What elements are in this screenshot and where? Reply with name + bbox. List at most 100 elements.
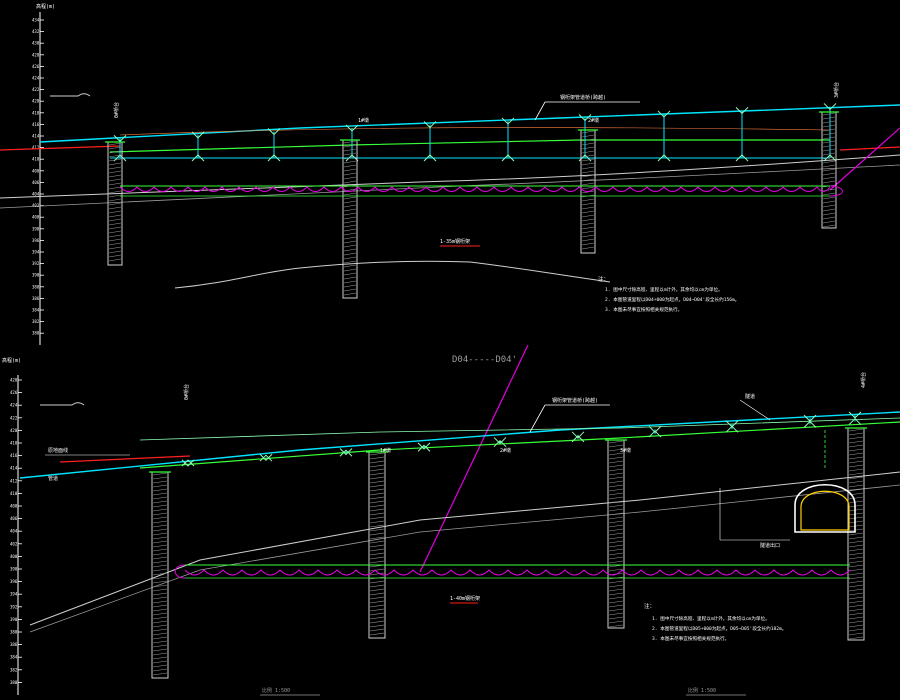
bottom-elevation-tick-label: 418: [10, 441, 18, 446]
bottom-elevation-tick-label: 388: [10, 630, 18, 635]
top-pier-2-hatch-line: [581, 146, 595, 150]
top-pier-label-0: 0#桥台: [113, 102, 120, 118]
bottom-pier-2-hatch-line: [608, 532, 624, 536]
bottom-pier-3-hatch-line: [848, 504, 864, 508]
bottom-pier-3-hatch-line: [848, 452, 864, 456]
bottom-pier-1-hatch: [369, 452, 385, 636]
bottom-pier-2-hatch-line: [608, 588, 624, 592]
bottom-elevation-title: 高程(m): [2, 357, 21, 364]
top-pier-1-hatch-line: [343, 168, 357, 172]
bottom-pier-1: [366, 451, 388, 639]
bottom-pier-0-hatch-line: [152, 620, 168, 624]
top-elevation-tick-label: 394: [32, 250, 40, 255]
top-pier-1-hatch-line: [343, 248, 357, 252]
bottom-pier-1-hatch-line: [369, 544, 385, 548]
bottom-top-bracket: [848, 411, 862, 419]
bottom-elevation-tick-label: 426: [10, 390, 18, 395]
top-pier-2-hatch-line: [581, 134, 595, 138]
bottom-pier-3-hatch-line: [848, 488, 864, 492]
top-elevation-tick-label: 428: [32, 52, 40, 57]
top-pier-1-hatch-line: [343, 260, 357, 264]
bottom-pier-2-hatch-line: [608, 580, 624, 584]
bottom-pier-3-hatch-line: [848, 612, 864, 616]
top-pier-2-hatch-line: [581, 142, 595, 146]
bottom-pier-0-hatch-line: [152, 472, 168, 476]
bottom-pier-2-hatch-line: [608, 440, 624, 444]
top-elevation-tick-label: 412: [32, 145, 40, 150]
top-pier-2-hatch-line: [581, 222, 595, 226]
top-pier-0-hatch-line: [108, 246, 122, 250]
top-pier-1-hatch-line: [343, 156, 357, 160]
top-pier-1-hatch-line: [343, 140, 357, 144]
bottom-pier-0-hatch-line: [152, 604, 168, 608]
top-pier-3-hatch-line: [822, 196, 836, 200]
bottom-pier-3-hatch-line: [848, 528, 864, 532]
top-pier-1-hatch-line: [343, 276, 357, 280]
top-pier-1-hatch-line: [343, 196, 357, 200]
bottom-pier-2-hatch-line: [608, 468, 624, 472]
top-pier-1-hatch-line: [343, 172, 357, 176]
top-elevation-tick-label: 420: [32, 99, 40, 104]
bottom-elevation-tick-label: 402: [10, 541, 18, 546]
bottom-pier-0-hatch-line: [152, 660, 168, 664]
top-pier-0-hatch-line: [108, 258, 122, 262]
bottom-pier-1-hatch-line: [369, 460, 385, 464]
top-pier-0-hatch-line: [108, 226, 122, 230]
top-pier-2-hatch-line: [581, 138, 595, 142]
bottom-red-line: [59, 455, 191, 463]
top-pier-1-hatch-line: [343, 292, 357, 296]
top-elevation-tick-label: 400: [32, 215, 40, 220]
bottom-elevation-tick-label: 428: [10, 378, 18, 383]
bottom-pier-3-hatch-line: [848, 584, 864, 588]
bottom-pier-1-hatch-line: [369, 620, 385, 624]
bottom-top-bracket: [571, 431, 585, 439]
top-pier-3-hatch-line: [822, 136, 836, 140]
bottom-pier-3-hatch-line: [848, 456, 864, 460]
bottom-pier-1-hatch-line: [369, 496, 385, 500]
bottom-pier-0-hatch-line: [152, 612, 168, 616]
bottom-pier-0-hatch-line: [152, 624, 168, 628]
top-pier-1-hatch-line: [343, 220, 357, 224]
bottom-elevation-tick-label: 398: [10, 567, 18, 572]
top-top-bracket: [191, 131, 205, 139]
top-note-2: 2. 本图管道里程以D04+000为起点，D04~D04'段全长约156m。: [605, 296, 739, 303]
top-pier-2-hatch-line: [581, 218, 595, 222]
bottom-elevation-tick-label: 420: [10, 428, 18, 433]
bottom-pier-3-hatch-line: [848, 636, 864, 640]
top-pier-0-hatch-line: [108, 170, 122, 174]
bottom-pier-3-hatch-line: [848, 596, 864, 600]
top-top-bracket: [735, 107, 749, 115]
top-elevation-tick-label: 416: [32, 122, 40, 127]
bottom-elevation-tick-label: 396: [10, 579, 18, 584]
bottom-note-3: 3. 本图未尽事宜按照相关规范执行。: [652, 635, 729, 642]
top-small-mark: [50, 93, 91, 97]
bottom-pipe-upper: [19, 411, 900, 479]
bottom-pier-0-hatch-line: [152, 552, 168, 556]
bottom-pier-1-hatch-line: [369, 512, 385, 516]
bottom-pier-3-hatch-line: [848, 432, 864, 436]
top-pier-0-hatch-line: [108, 190, 122, 194]
top-pier-3-hatch-line: [822, 140, 836, 144]
top-pier-1-hatch-line: [343, 256, 357, 260]
top-pier-3-hatch-line: [822, 112, 836, 116]
top-pier-3-hatch-line: [822, 204, 836, 208]
bottom-pier-0-hatch-line: [152, 640, 168, 644]
bottom-top-bracket: [417, 442, 431, 450]
bottom-pier-1-hatch-line: [369, 580, 385, 584]
bottom-pier-0-hatch-line: [152, 596, 168, 600]
bottom-pier-2-hatch-line: [608, 592, 624, 596]
bottom-pier-3-hatch-line: [848, 548, 864, 552]
bottom-pier-2-hatch-line: [608, 568, 624, 572]
bottom-pier-2-hatch-line: [608, 528, 624, 532]
bottom-pier-0-hatch-line: [152, 588, 168, 592]
bottom-pier-1-hatch-line: [369, 608, 385, 612]
bottom-sag-zone: [174, 564, 851, 579]
bottom-pier-2-hatch-line: [608, 456, 624, 460]
top-pier-0-hatch-line: [108, 166, 122, 170]
top-top-bracket: [578, 114, 592, 122]
top-pier-2-hatch-line: [581, 198, 595, 202]
bottom-pier-label-4: 4#桥台: [860, 372, 867, 388]
bottom-top-bracket: [259, 453, 273, 461]
bottom-pier-2-hatch-line: [608, 472, 624, 476]
